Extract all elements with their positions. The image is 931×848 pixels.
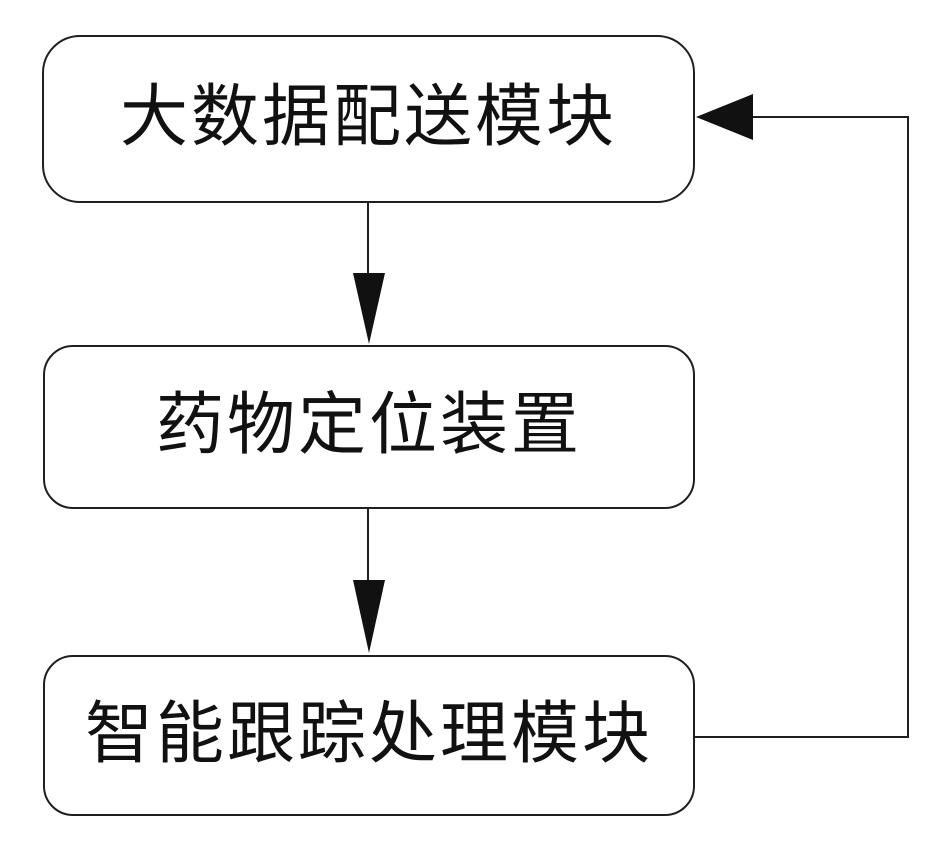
node-label: 大数据配送模块 <box>119 79 617 155</box>
node-drug-positioning-device: 药物定位装置 <box>43 345 695 509</box>
arrow-down-icon <box>353 580 385 653</box>
feedback-loop-line <box>694 116 909 738</box>
node-label: 智能跟踪处理模块 <box>84 695 653 772</box>
node-intelligent-tracking-processing-module: 智能跟踪处理模块 <box>43 655 695 816</box>
arrow-down-icon <box>353 273 385 344</box>
node-label: 药物定位装置 <box>155 387 582 463</box>
node-big-data-delivery-module: 大数据配送模块 <box>42 35 695 203</box>
arrow-left-icon <box>696 94 753 140</box>
